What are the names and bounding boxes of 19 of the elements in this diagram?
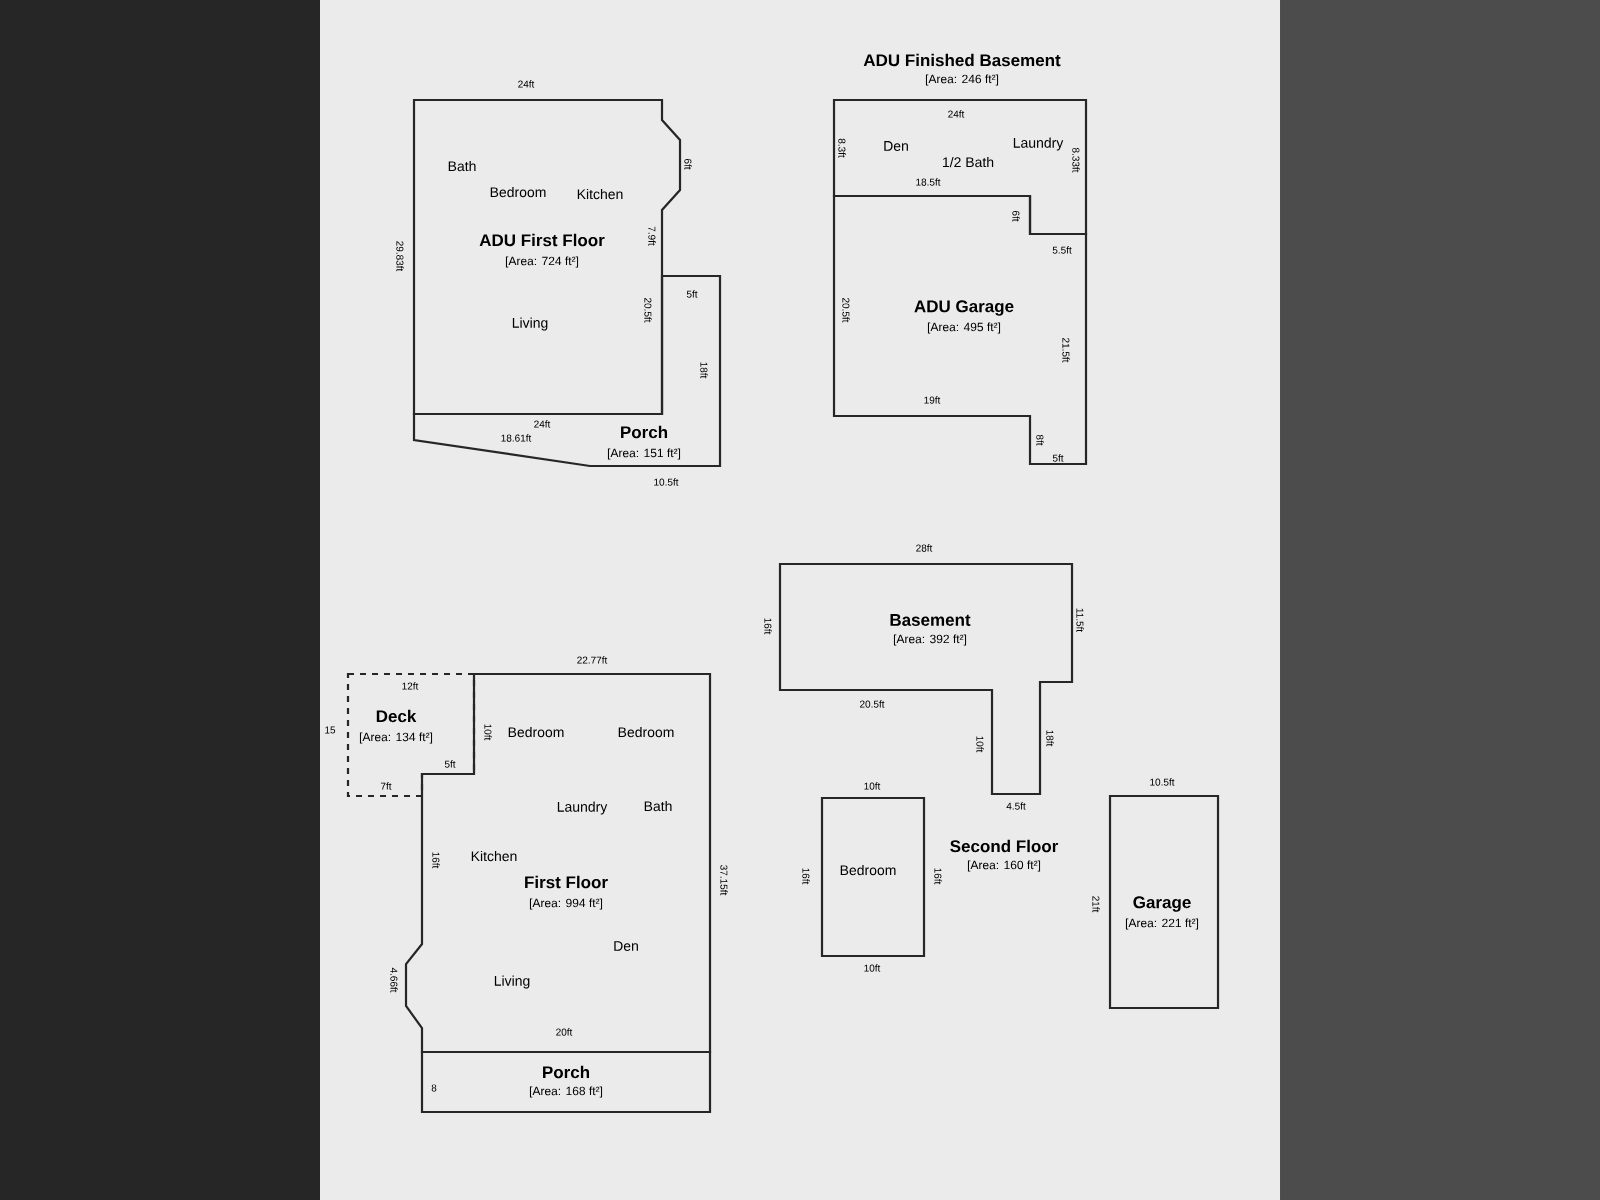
floor-plan-area xyxy=(832,194,1088,466)
floor-plan-area xyxy=(820,796,1059,958)
floor-name: Basement xyxy=(890,614,971,626)
floor-plan-area xyxy=(778,562,1074,796)
floor-name: Porch xyxy=(543,1065,590,1079)
floor-plan-area xyxy=(1108,794,1220,1010)
floor-name: Porch xyxy=(621,425,668,439)
floor-plan-area xyxy=(832,53,1088,236)
floor-name: Deck xyxy=(376,709,417,723)
floor-plan-area xyxy=(412,274,722,468)
floor-name: ADU Finished Basement xyxy=(863,53,1061,67)
floor-name: Second Floor xyxy=(950,839,1059,853)
floor-plan-area xyxy=(420,1050,712,1114)
floor-plan-area xyxy=(346,672,476,798)
floor-name: ADU Garage xyxy=(914,300,1014,316)
floor-name: ADU First Floor xyxy=(479,233,605,247)
floor-name: First Floor xyxy=(525,875,608,889)
floor-name: Garage xyxy=(1133,896,1191,912)
floor-plan-area xyxy=(412,98,682,416)
